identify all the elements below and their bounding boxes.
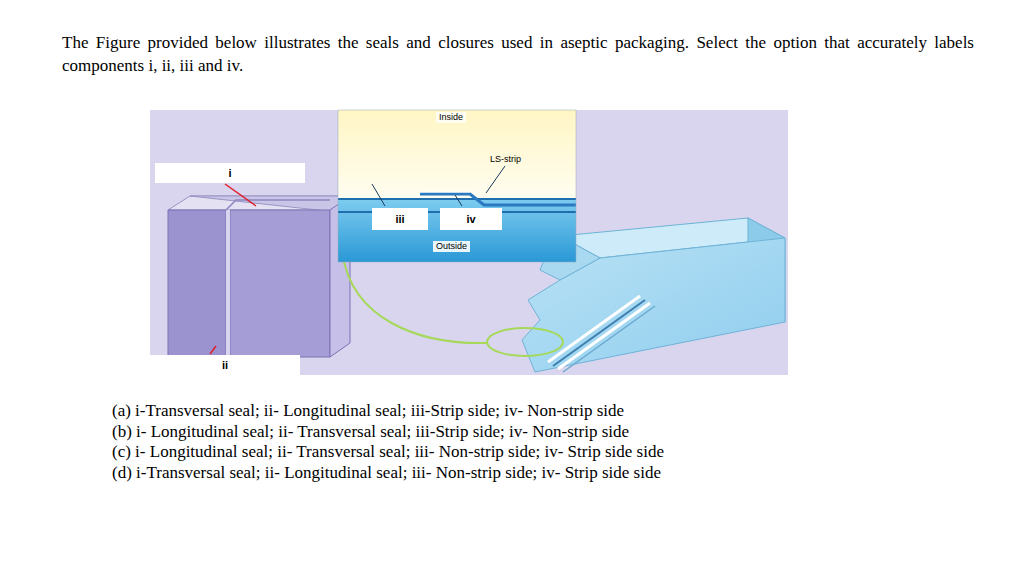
part-label: iv: [466, 213, 475, 225]
label-box: i: [155, 163, 305, 183]
inset-label: Inside: [436, 112, 466, 123]
leader-line: [225, 184, 256, 206]
leader-line: [210, 346, 216, 354]
zoom-curve: [342, 250, 488, 343]
carton-left: [168, 196, 356, 357]
label-box: iii: [372, 208, 428, 230]
leader-line: [486, 166, 505, 193]
answer-option: (b) i- Longitudinal seal; ii- Transversa…: [112, 422, 629, 442]
leader-line: [372, 184, 385, 206]
question-text: The Figure provided below illustrates th…: [62, 31, 974, 77]
part-label: ii: [222, 359, 228, 371]
leader-line: [455, 195, 462, 206]
answer-option: (d) i-Transversal seal; ii- Longitudinal…: [112, 463, 661, 483]
seal-inset: [338, 110, 576, 262]
inset-label: Outside: [433, 241, 470, 252]
figure-ground: [150, 110, 788, 375]
answer-option: (a) i-Transversal seal; ii- Longitudinal…: [112, 401, 624, 421]
zoom-circle: [487, 328, 563, 356]
answer-option: (c) i- Longitudinal seal; ii- Transversa…: [112, 442, 664, 462]
label-box: ii: [150, 355, 300, 375]
part-label: iii: [395, 213, 404, 225]
label-box: iv: [440, 208, 502, 230]
inset-label: LS-strip: [490, 154, 521, 165]
part-label: i: [228, 167, 231, 179]
